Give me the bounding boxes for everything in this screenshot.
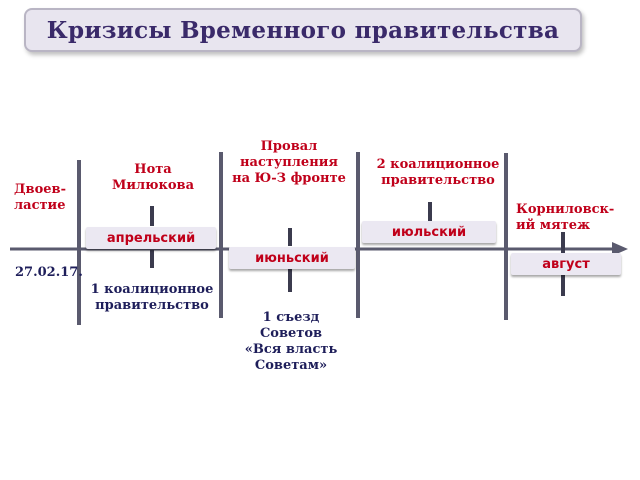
label-coalition2: 2 коалиционное правительство — [376, 157, 500, 188]
page-title: Кризисы Временного правительства — [46, 16, 560, 44]
title-banner: Кризисы Временного правительства — [24, 8, 582, 52]
label-coalition1: 1 коалиционное правительство — [90, 282, 214, 313]
label-dvoevlastie: Двоев- ластие — [14, 182, 66, 213]
label-proval: Провал наступления на Ю-З фронте — [232, 139, 346, 186]
month-july: июльский — [362, 221, 496, 243]
month-august: август — [511, 253, 621, 275]
month-june: июньский — [229, 247, 355, 269]
timeline-arrowhead — [612, 242, 628, 256]
label-date: 27.02.17. — [15, 265, 83, 280]
month-april: апрельский — [86, 227, 216, 249]
label-congress: 1 съезд Советов «Вся власть Советам» — [244, 310, 338, 373]
label-kornilov: Корниловск- ий мятеж — [516, 202, 615, 233]
label-nota: Нота Милюкова — [111, 162, 195, 193]
